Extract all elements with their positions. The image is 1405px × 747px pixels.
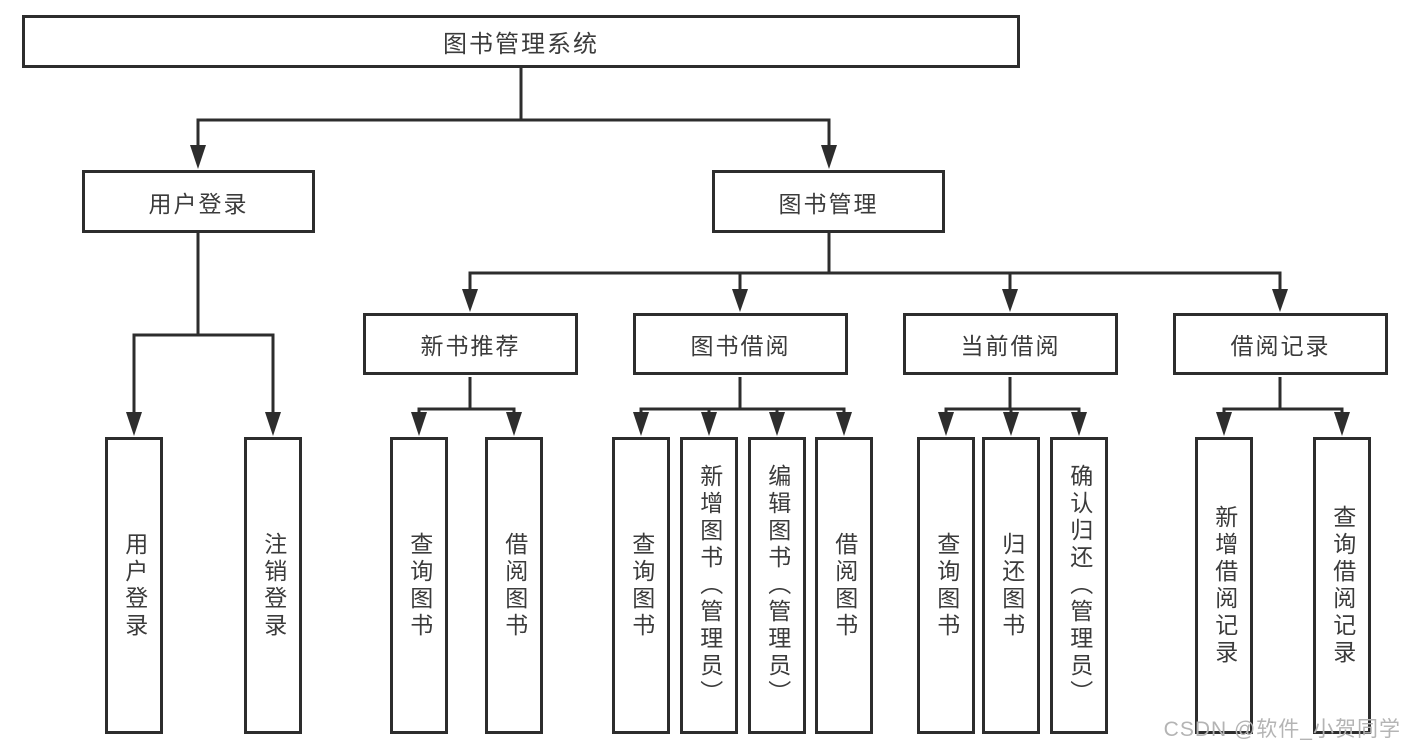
leaf-label: 新增借阅记录 [1211, 504, 1238, 667]
leaf-label: 归还图书 [998, 531, 1025, 640]
leaf-query-books-borrowing: 查询图书 [612, 437, 670, 734]
leaf-return-books: 归还图书 [982, 437, 1040, 734]
node-library-management-system: 图书管理系统 [22, 15, 1020, 68]
leaf-label: 注销登录 [260, 531, 287, 640]
leaf-label: 查询借阅记录 [1329, 504, 1356, 667]
node-borrowing-records: 借阅记录 [1173, 313, 1388, 375]
leaf-borrow-books-recommend: 借阅图书 [485, 437, 543, 734]
leaf-query-borrow-record: 查询借阅记录 [1313, 437, 1371, 734]
leaf-edit-book-admin: 编辑图书（管理员） [748, 437, 806, 734]
node-user-login: 用户登录 [82, 170, 315, 233]
node-book-management: 图书管理 [712, 170, 945, 233]
leaf-confirm-return-admin: 确认归还（管理员） [1050, 437, 1108, 734]
leaf-label: 编辑图书（管理员） [764, 464, 791, 707]
leaf-user-login: 用户登录 [105, 437, 163, 734]
leaf-query-books-recommend: 查询图书 [390, 437, 448, 734]
node-current-borrowing: 当前借阅 [903, 313, 1118, 375]
leaf-label: 用户登录 [121, 531, 148, 640]
leaf-label: 新增图书（管理员） [696, 464, 723, 707]
leaf-add-borrow-record: 新增借阅记录 [1195, 437, 1253, 734]
leaf-label: 查询图书 [628, 531, 655, 640]
watermark: CSDN @软件_小贺同学 [1163, 718, 1401, 741]
leaf-label: 查询图书 [933, 531, 960, 640]
leaf-logout: 注销登录 [244, 437, 302, 734]
leaf-label: 借阅图书 [501, 531, 528, 640]
leaf-query-books-current: 查询图书 [917, 437, 975, 734]
leaf-label: 借阅图书 [831, 531, 858, 640]
node-book-borrowing: 图书借阅 [633, 313, 848, 375]
leaf-label: 查询图书 [406, 531, 433, 640]
node-new-book-recommendation: 新书推荐 [363, 313, 578, 375]
leaf-add-book-admin: 新增图书（管理员） [680, 437, 738, 734]
leaf-borrow-books-borrowing: 借阅图书 [815, 437, 873, 734]
leaf-label: 确认归还（管理员） [1066, 464, 1093, 707]
